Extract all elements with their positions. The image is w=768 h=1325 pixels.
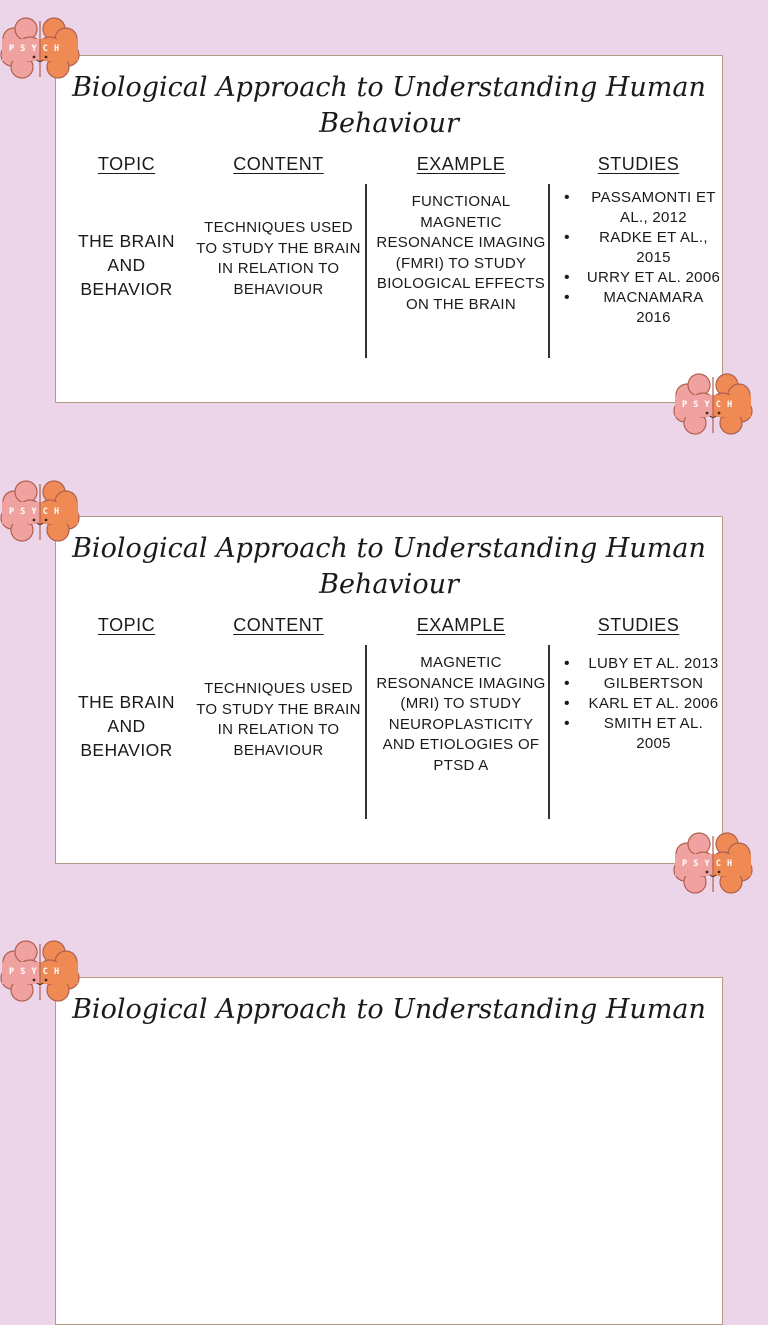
topic-cell: THE BRAIN AND BEHAVIOR <box>78 692 175 760</box>
brain-badge-icon <box>673 832 753 894</box>
study-item: GILBERTSON <box>556 674 721 694</box>
content-cell: TECHNIQUES USED TO STUDY THE BRAIN IN RE… <box>196 219 361 298</box>
studies-header: STUDIES <box>597 154 680 174</box>
topic-header: TOPIC <box>97 154 156 174</box>
column-divider <box>365 645 367 819</box>
topic-header: TOPIC <box>97 615 156 635</box>
studies-list: PASSAMONTI ET AL., 2012 RADKE ET AL., 20… <box>556 188 721 328</box>
column-divider <box>548 645 550 819</box>
topic-cell: THE BRAIN AND BEHAVIOR <box>78 231 175 299</box>
brain-badge-icon <box>673 373 753 435</box>
studies-list: LUBY ET AL. 2013 GILBERTSON KARL ET AL. … <box>556 654 721 754</box>
example-cell: FUNCTIONAL MAGNETIC RESONANCE IMAGING (F… <box>376 193 546 313</box>
study-item: RADKE ET AL., 2015 <box>556 228 721 268</box>
example-header: EXAMPLE <box>416 615 506 635</box>
content-cell: TECHNIQUES USED TO STUDY THE BRAIN IN RE… <box>196 680 361 759</box>
brain-badge-icon <box>0 480 80 542</box>
column-divider <box>548 184 550 358</box>
study-item: PASSAMONTI ET AL., 2012 <box>556 188 721 228</box>
content-header: CONTENT <box>233 615 324 635</box>
topic-card-3: Biological Approach to Understanding Hum… <box>55 977 723 1325</box>
study-item: URRY ET AL. 2006 <box>556 268 721 288</box>
card-title: Biological Approach to Understanding Hum… <box>72 533 706 600</box>
brain-badge-icon <box>0 940 80 1002</box>
topic-card-2: Biological Approach to Understanding Hum… <box>55 516 723 864</box>
column-divider <box>365 184 367 358</box>
brain-badge-icon <box>0 17 80 79</box>
example-header: EXAMPLE <box>416 154 506 174</box>
study-item: MACNAMARA 2016 <box>556 288 721 328</box>
example-cell: MAGNETIC RESONANCE IMAGING (MRI) TO STUD… <box>376 654 546 774</box>
study-item: KARL ET AL. 2006 <box>556 694 721 714</box>
studies-header: STUDIES <box>597 615 680 635</box>
card-title: Biological Approach to Understanding Hum… <box>72 994 706 1025</box>
topic-card-1: Biological Approach to Understanding Hum… <box>55 55 723 403</box>
card-title: Biological Approach to Understanding Hum… <box>72 72 706 139</box>
content-header: CONTENT <box>233 154 324 174</box>
study-item: SMITH ET AL. 2005 <box>556 714 721 754</box>
study-item: LUBY ET AL. 2013 <box>556 654 721 674</box>
